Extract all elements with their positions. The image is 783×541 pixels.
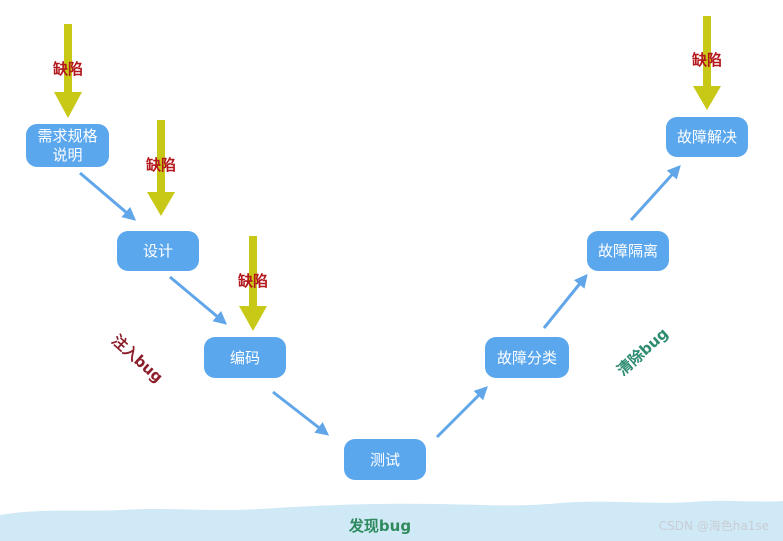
node-design: 设计 bbox=[117, 231, 199, 271]
node-fault-isolation-label: 故障隔离 bbox=[598, 242, 658, 260]
defect-arrow-resolution: 缺陷 bbox=[691, 16, 722, 110]
node-requirements-line1: 需求规格 bbox=[37, 127, 97, 145]
phase-label-clear: 清除bug bbox=[614, 324, 672, 379]
node-coding: 编码 bbox=[204, 337, 286, 378]
node-fault-resolution-label: 故障解决 bbox=[677, 128, 737, 146]
watermark: CSDN @海色ha1se bbox=[658, 519, 769, 533]
node-testing-label: 测试 bbox=[370, 451, 400, 469]
arrow-requirements-to-design bbox=[79, 171, 137, 221]
arrow-testing-to-classification bbox=[435, 386, 488, 439]
node-testing: 测试 bbox=[344, 439, 426, 480]
node-fault-classification: 故障分类 bbox=[485, 337, 569, 378]
node-fault-resolution: 故障解决 bbox=[666, 117, 748, 157]
node-fault-isolation: 故障隔离 bbox=[587, 231, 669, 271]
defect-label: 缺陷 bbox=[691, 51, 722, 69]
defect-arrow-design: 缺陷 bbox=[145, 120, 176, 216]
arrow-design-to-coding bbox=[169, 275, 228, 325]
node-requirements-line2: 说明 bbox=[52, 146, 82, 164]
defect-label: 缺陷 bbox=[52, 60, 83, 78]
defect-arrow-coding: 缺陷 bbox=[237, 236, 268, 331]
arrow-classification-to-isolation bbox=[542, 273, 588, 329]
arrow-isolation-to-resolution bbox=[629, 164, 681, 222]
node-fault-classification-label: 故障分类 bbox=[497, 349, 557, 367]
defect-arrow-requirements: 缺陷 bbox=[52, 24, 83, 118]
node-requirements: 需求规格 说明 bbox=[26, 124, 109, 167]
phase-label-inject: 注入bug bbox=[108, 331, 166, 386]
phase-label-discover: 发现bug bbox=[348, 517, 411, 535]
node-coding-label: 编码 bbox=[230, 349, 260, 367]
node-design-label: 设计 bbox=[143, 242, 173, 260]
defect-label: 缺陷 bbox=[145, 156, 176, 174]
arrow-coding-to-testing bbox=[272, 390, 330, 436]
defect-label: 缺陷 bbox=[237, 272, 268, 290]
water-band bbox=[0, 500, 783, 541]
